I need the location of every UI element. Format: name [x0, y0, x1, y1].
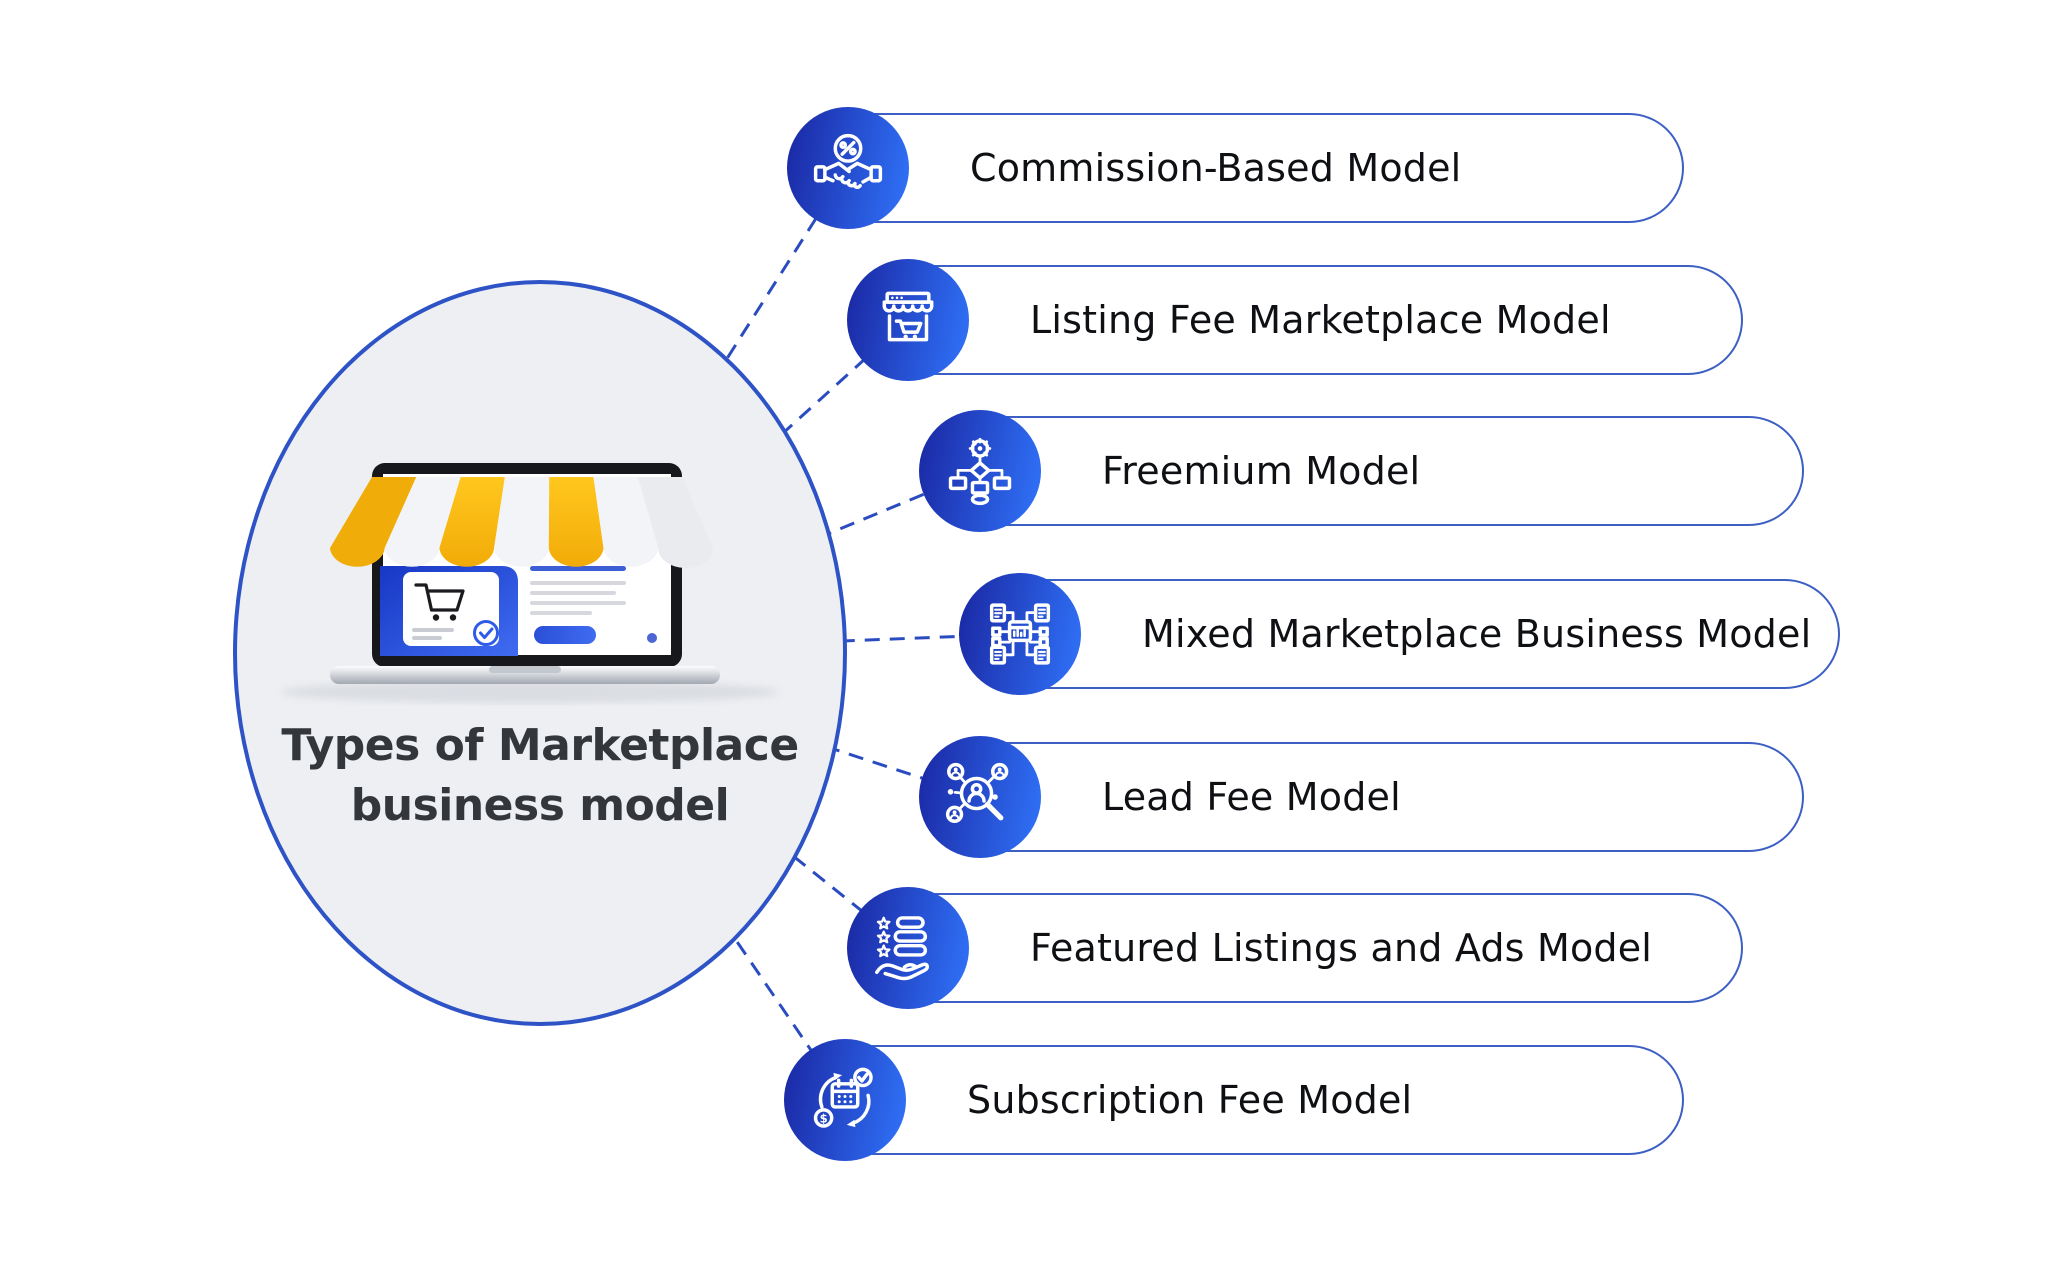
pill-featured: Featured Listings and Ads Model: [853, 893, 1743, 1003]
laptop-base: [330, 666, 720, 684]
model-label: Freemium Model: [1102, 449, 1421, 493]
title-line-1: Types of Marketplace: [281, 720, 799, 771]
badge-freemium: [919, 410, 1041, 532]
store-awning: [330, 477, 713, 568]
screen-button: [534, 626, 596, 644]
badge-lead-fee: [919, 736, 1041, 858]
center-title: Types of Marketplace business model: [233, 716, 847, 836]
model-label: Listing Fee Marketplace Model: [1030, 298, 1611, 342]
badge-listing-fee: [847, 259, 969, 381]
model-label: Lead Fee Model: [1102, 775, 1401, 819]
gear-flowchart-icon: [948, 437, 1012, 506]
storefront-cart-icon: [882, 291, 934, 342]
badge-featured: [847, 887, 969, 1009]
pill-lead-fee: Lead Fee Model: [925, 742, 1804, 852]
marketplace-laptop-illustration: [280, 463, 780, 703]
starred-list-hand-icon: [875, 916, 929, 981]
lead-search-icon: [945, 762, 1009, 824]
laptop-shadow: [280, 681, 780, 703]
data-network-icon: [989, 603, 1051, 665]
cart-icon: [414, 583, 465, 612]
title-line-2: business model: [350, 780, 730, 831]
pill-listing-fee: Listing Fee Marketplace Model: [853, 265, 1743, 375]
pill-freemium: Freemium Model: [925, 416, 1804, 526]
badge-commission: [787, 107, 909, 229]
badge-subscription: $: [784, 1039, 906, 1161]
connector-line: [538, 652, 847, 1101]
model-label: Subscription Fee Model: [967, 1078, 1413, 1122]
svg-text:$: $: [820, 1112, 828, 1126]
calendar-renewal-icon: $: [813, 1067, 873, 1128]
pill-subscription: Subscription Fee Model: [790, 1045, 1684, 1155]
percent-handshake-icon: [813, 133, 883, 190]
pill-commission: Commission-Based Model: [793, 113, 1684, 223]
model-label: Featured Listings and Ads Model: [1030, 926, 1653, 970]
pill-mixed: Mixed Marketplace Business Model: [965, 579, 1840, 689]
badge-mixed: [959, 573, 1081, 695]
model-label: Mixed Marketplace Business Model: [1142, 612, 1812, 656]
model-label: Commission-Based Model: [970, 146, 1462, 190]
